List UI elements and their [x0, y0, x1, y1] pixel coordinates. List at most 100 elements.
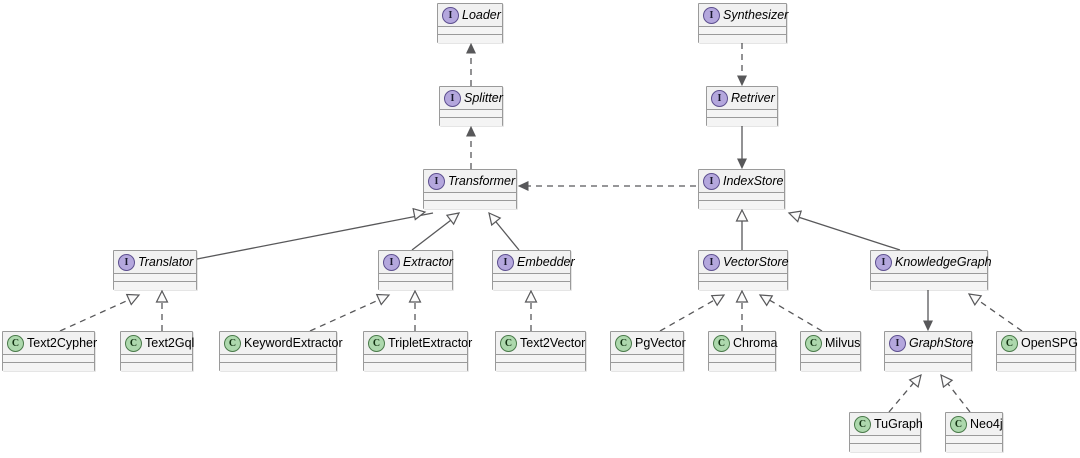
- edge-text2vector-embedder: [524, 289, 538, 331]
- edge-keyword-extractor: [309, 293, 391, 332]
- interface-icon: I: [703, 253, 720, 271]
- hollow-triangle-arrowhead: [735, 208, 749, 222]
- filled-arrowhead: [737, 158, 747, 170]
- class-icon: C: [7, 334, 24, 352]
- hollow-triangle-arrowhead: [710, 294, 726, 307]
- edge-knowledge-graphstore: [923, 290, 933, 332]
- hollow-triangle-arrowhead: [940, 373, 954, 389]
- operations-compartment: [3, 363, 94, 371]
- operations-compartment: [496, 363, 585, 371]
- filled-arrowhead: [517, 181, 529, 191]
- node-label: Milvus: [825, 336, 861, 350]
- attributes-compartment: [3, 355, 94, 363]
- class-icon: C: [854, 415, 871, 433]
- attributes-compartment: [496, 355, 585, 363]
- attributes-compartment: [885, 355, 971, 363]
- interface-icon: I: [442, 6, 459, 24]
- attributes-compartment: [946, 436, 1002, 444]
- edge-text2gql-translator: [155, 289, 169, 331]
- node-label: VectorStore: [723, 255, 789, 269]
- attributes-compartment: [801, 355, 860, 363]
- attributes-compartment: [850, 436, 920, 444]
- hollow-triangle-arrowhead: [125, 293, 141, 306]
- attributes-compartment: [699, 193, 784, 201]
- hollow-triangle-arrowhead: [488, 211, 502, 227]
- operations-compartment: [699, 35, 786, 43]
- node-label: Translator: [138, 255, 194, 269]
- edge-synthesizer-retriver: [737, 43, 747, 87]
- attributes-compartment: [699, 274, 787, 282]
- interface-icon: I: [383, 253, 400, 271]
- node-label: Loader: [462, 8, 501, 22]
- operations-compartment: [493, 282, 570, 290]
- edge-tugraph-graphstore: [888, 373, 922, 413]
- interface-icon: I: [711, 89, 728, 107]
- attributes-compartment: [379, 274, 452, 282]
- filled-arrowhead: [737, 75, 747, 87]
- hollow-triangle-arrowhead: [155, 289, 169, 303]
- node-label: Text2Gql: [145, 336, 195, 350]
- operations-compartment: [121, 363, 192, 371]
- edge-chroma-vectorstore: [735, 289, 749, 331]
- attributes-compartment: [997, 355, 1075, 363]
- class-icon: C: [615, 334, 632, 352]
- node-label: Neo4j: [970, 417, 1003, 431]
- operations-compartment: [114, 282, 196, 290]
- hollow-triangle-arrowhead: [908, 373, 922, 389]
- operations-compartment: [611, 363, 683, 371]
- operations-compartment: [707, 118, 777, 126]
- attributes-compartment: [707, 110, 777, 118]
- hollow-triangle-arrowhead: [967, 293, 983, 306]
- operations-compartment: [850, 444, 920, 452]
- node-label: Transformer: [448, 174, 516, 188]
- attributes-compartment: [424, 193, 516, 201]
- node-label: IndexStore: [723, 174, 784, 188]
- operations-compartment: [220, 363, 336, 371]
- class-icon: C: [713, 334, 730, 352]
- operations-compartment: [438, 35, 502, 43]
- hollow-triangle-arrowhead: [735, 289, 749, 303]
- node-label: Text2Vector: [520, 336, 586, 350]
- node-label: GraphStore: [909, 336, 974, 350]
- edge-triplet-extractor: [408, 289, 422, 331]
- class-icon: C: [500, 334, 517, 352]
